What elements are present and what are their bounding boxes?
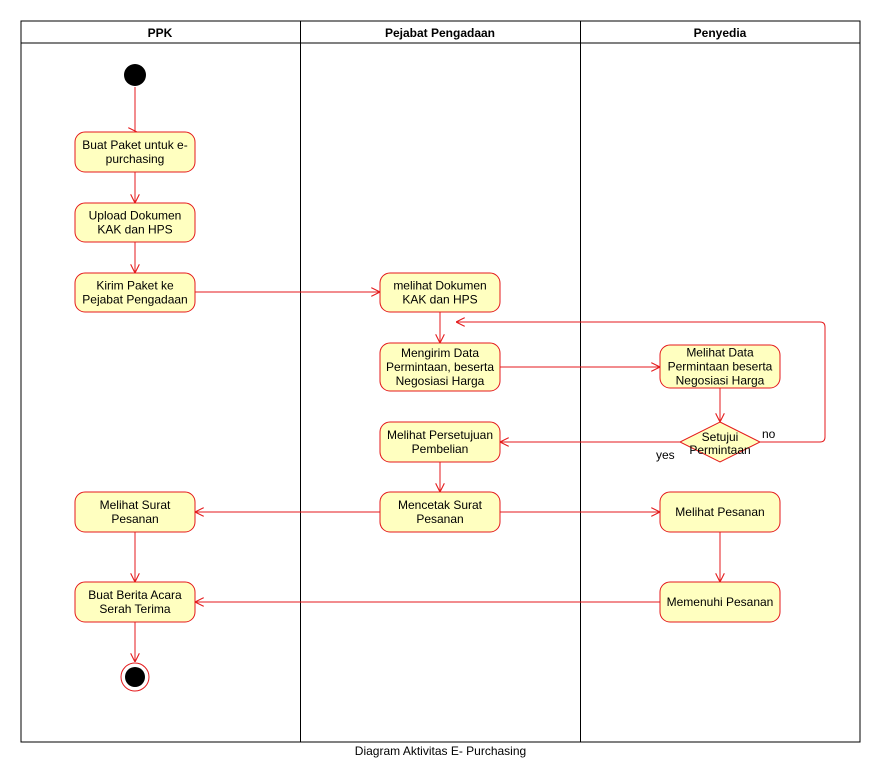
activity-mengirim-data-label-line-2: Permintaan, beserta bbox=[386, 360, 494, 374]
activity-melihat-data-label-line-2: Permintaan beserta bbox=[668, 360, 773, 374]
activity-melihat-persetujuan-label-line-2: Pembelian bbox=[412, 442, 469, 456]
edge-decision-no-loop bbox=[456, 322, 826, 443]
activity-mencetak-surat-label-line-2: Pesanan bbox=[416, 512, 463, 526]
initial-node bbox=[124, 64, 146, 86]
activity-melihat-surat-label-line-2: Pesanan bbox=[111, 512, 158, 526]
diagram-caption: Diagram Aktivitas E- Purchasing bbox=[354, 744, 527, 758]
decision-label-line-2: Permintaan bbox=[689, 443, 750, 457]
activity-melihat-data-label-line-3: Negosiasi Harga bbox=[676, 374, 765, 388]
lane-title-penyedia: Penyedia bbox=[694, 26, 747, 40]
activity-buat-paket: Buat Paket untuk e-purchasing bbox=[74, 131, 196, 173]
activity-kirim-paket-label-line-1: Kirim Paket ke bbox=[96, 279, 174, 293]
activity-mengirim-data-label-line-3: Negosiasi Harga bbox=[396, 374, 485, 388]
swimlane-frame bbox=[20, 20, 861, 743]
activity-buat-paket-label-line-1: Buat Paket untuk e- bbox=[82, 138, 187, 152]
guard-yes: yes bbox=[656, 448, 675, 462]
activity-melihat-persetujuan-label-line-1: Melihat Persetujuan bbox=[387, 428, 493, 442]
lane-title-ppk: PPK bbox=[148, 26, 173, 40]
activity-melihat-surat-label-line-1: Melihat Surat bbox=[100, 498, 171, 512]
edge-start-to-buat-paket bbox=[135, 87, 137, 132]
activity-melihat-dokumen-label-line-1: melihat Dokumen bbox=[393, 279, 486, 293]
activity-upload-dokumen-label-line-1: Upload Dokumen bbox=[89, 209, 182, 223]
final-node bbox=[120, 662, 150, 692]
activity-melihat-pesanan-label-line-1: Melihat Pesanan bbox=[675, 505, 764, 519]
activity-memenuhi-pesanan: Memenuhi Pesanan bbox=[659, 581, 781, 623]
activity-melihat-dokumen-label-line-2: KAK dan HPS bbox=[402, 293, 477, 307]
activity-kirim-paket-label-line-2: Pejabat Pengadaan bbox=[82, 293, 187, 307]
activity-melihat-data-label-line-1: Melihat Data bbox=[686, 346, 754, 360]
activity-upload-dokumen-label-line-2: KAK dan HPS bbox=[97, 223, 172, 237]
activity-buat-paket-label-line-2: purchasing bbox=[106, 152, 165, 166]
activity-mencetak-surat-label-line-1: Mencetak Surat bbox=[398, 498, 483, 512]
activity-buat-berita-acara-label-line-1: Buat Berita Acara bbox=[88, 588, 182, 602]
decision-label-line-1: Setujui bbox=[702, 430, 739, 444]
activity-mengirim-data-label-line-1: Mengirim Data bbox=[401, 346, 479, 360]
activity-memenuhi-pesanan-label-line-1: Memenuhi Pesanan bbox=[667, 595, 774, 609]
lane-title-pejabat-pengadaan: Pejabat Pengadaan bbox=[385, 26, 495, 40]
activity-melihat-pesanan: Melihat Pesanan bbox=[659, 491, 781, 533]
activity-buat-berita-acara-label-line-2: Serah Terima bbox=[99, 602, 170, 616]
guard-no: no bbox=[762, 427, 776, 441]
decision-setujui-permintaan: Setujui Permintaan bbox=[678, 421, 762, 463]
